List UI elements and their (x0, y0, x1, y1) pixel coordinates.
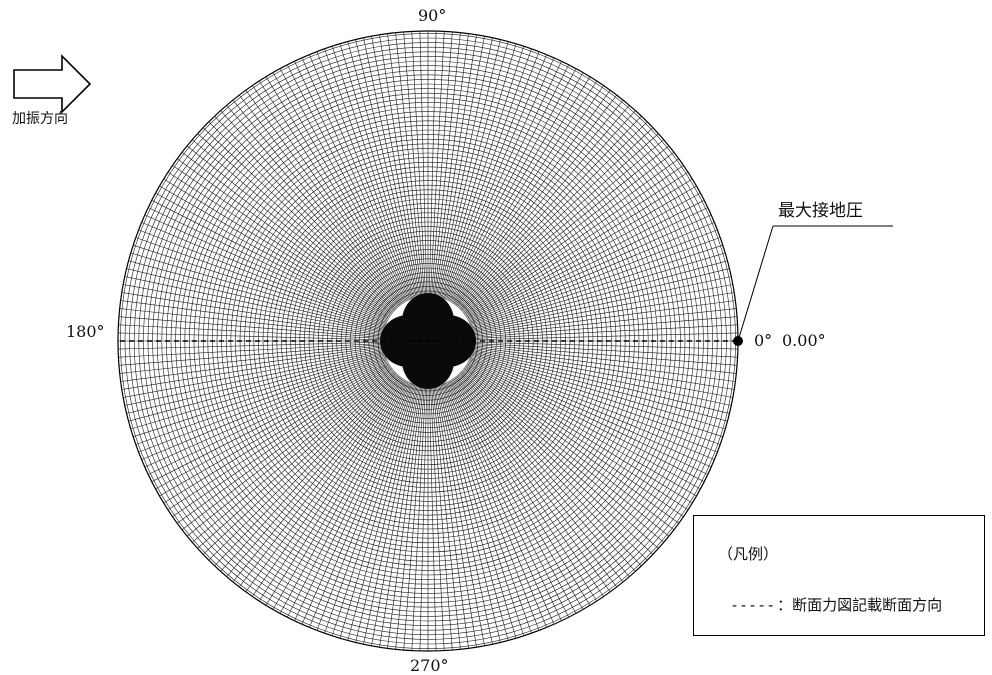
angle-label-bottom: 270° (410, 656, 449, 675)
angle-label-top: 90° (418, 6, 447, 25)
max-pressure-marker (733, 336, 743, 346)
angle-label-right: 0° (754, 331, 773, 350)
angle-label-left: 180° (66, 322, 105, 341)
max-pressure-leader (737, 225, 774, 342)
direction-arrow-icon (13, 54, 92, 114)
max-pressure-label: 最大接地圧 (778, 201, 863, 221)
legend-line-symbol: ----- (730, 595, 776, 614)
legend-box: （凡例） ----- ：断面力図記載断面方向 (693, 515, 985, 636)
direction-label: 加振方向 (12, 111, 68, 127)
legend-line-label: ：断面力図記載断面方向 (777, 596, 943, 614)
legend-row: ----- ：断面力図記載断面方向 (730, 594, 942, 615)
max-pressure-value: 0.00° (782, 331, 826, 350)
legend-title: （凡例） (718, 545, 779, 563)
mesh-spokes (118, 31, 738, 651)
